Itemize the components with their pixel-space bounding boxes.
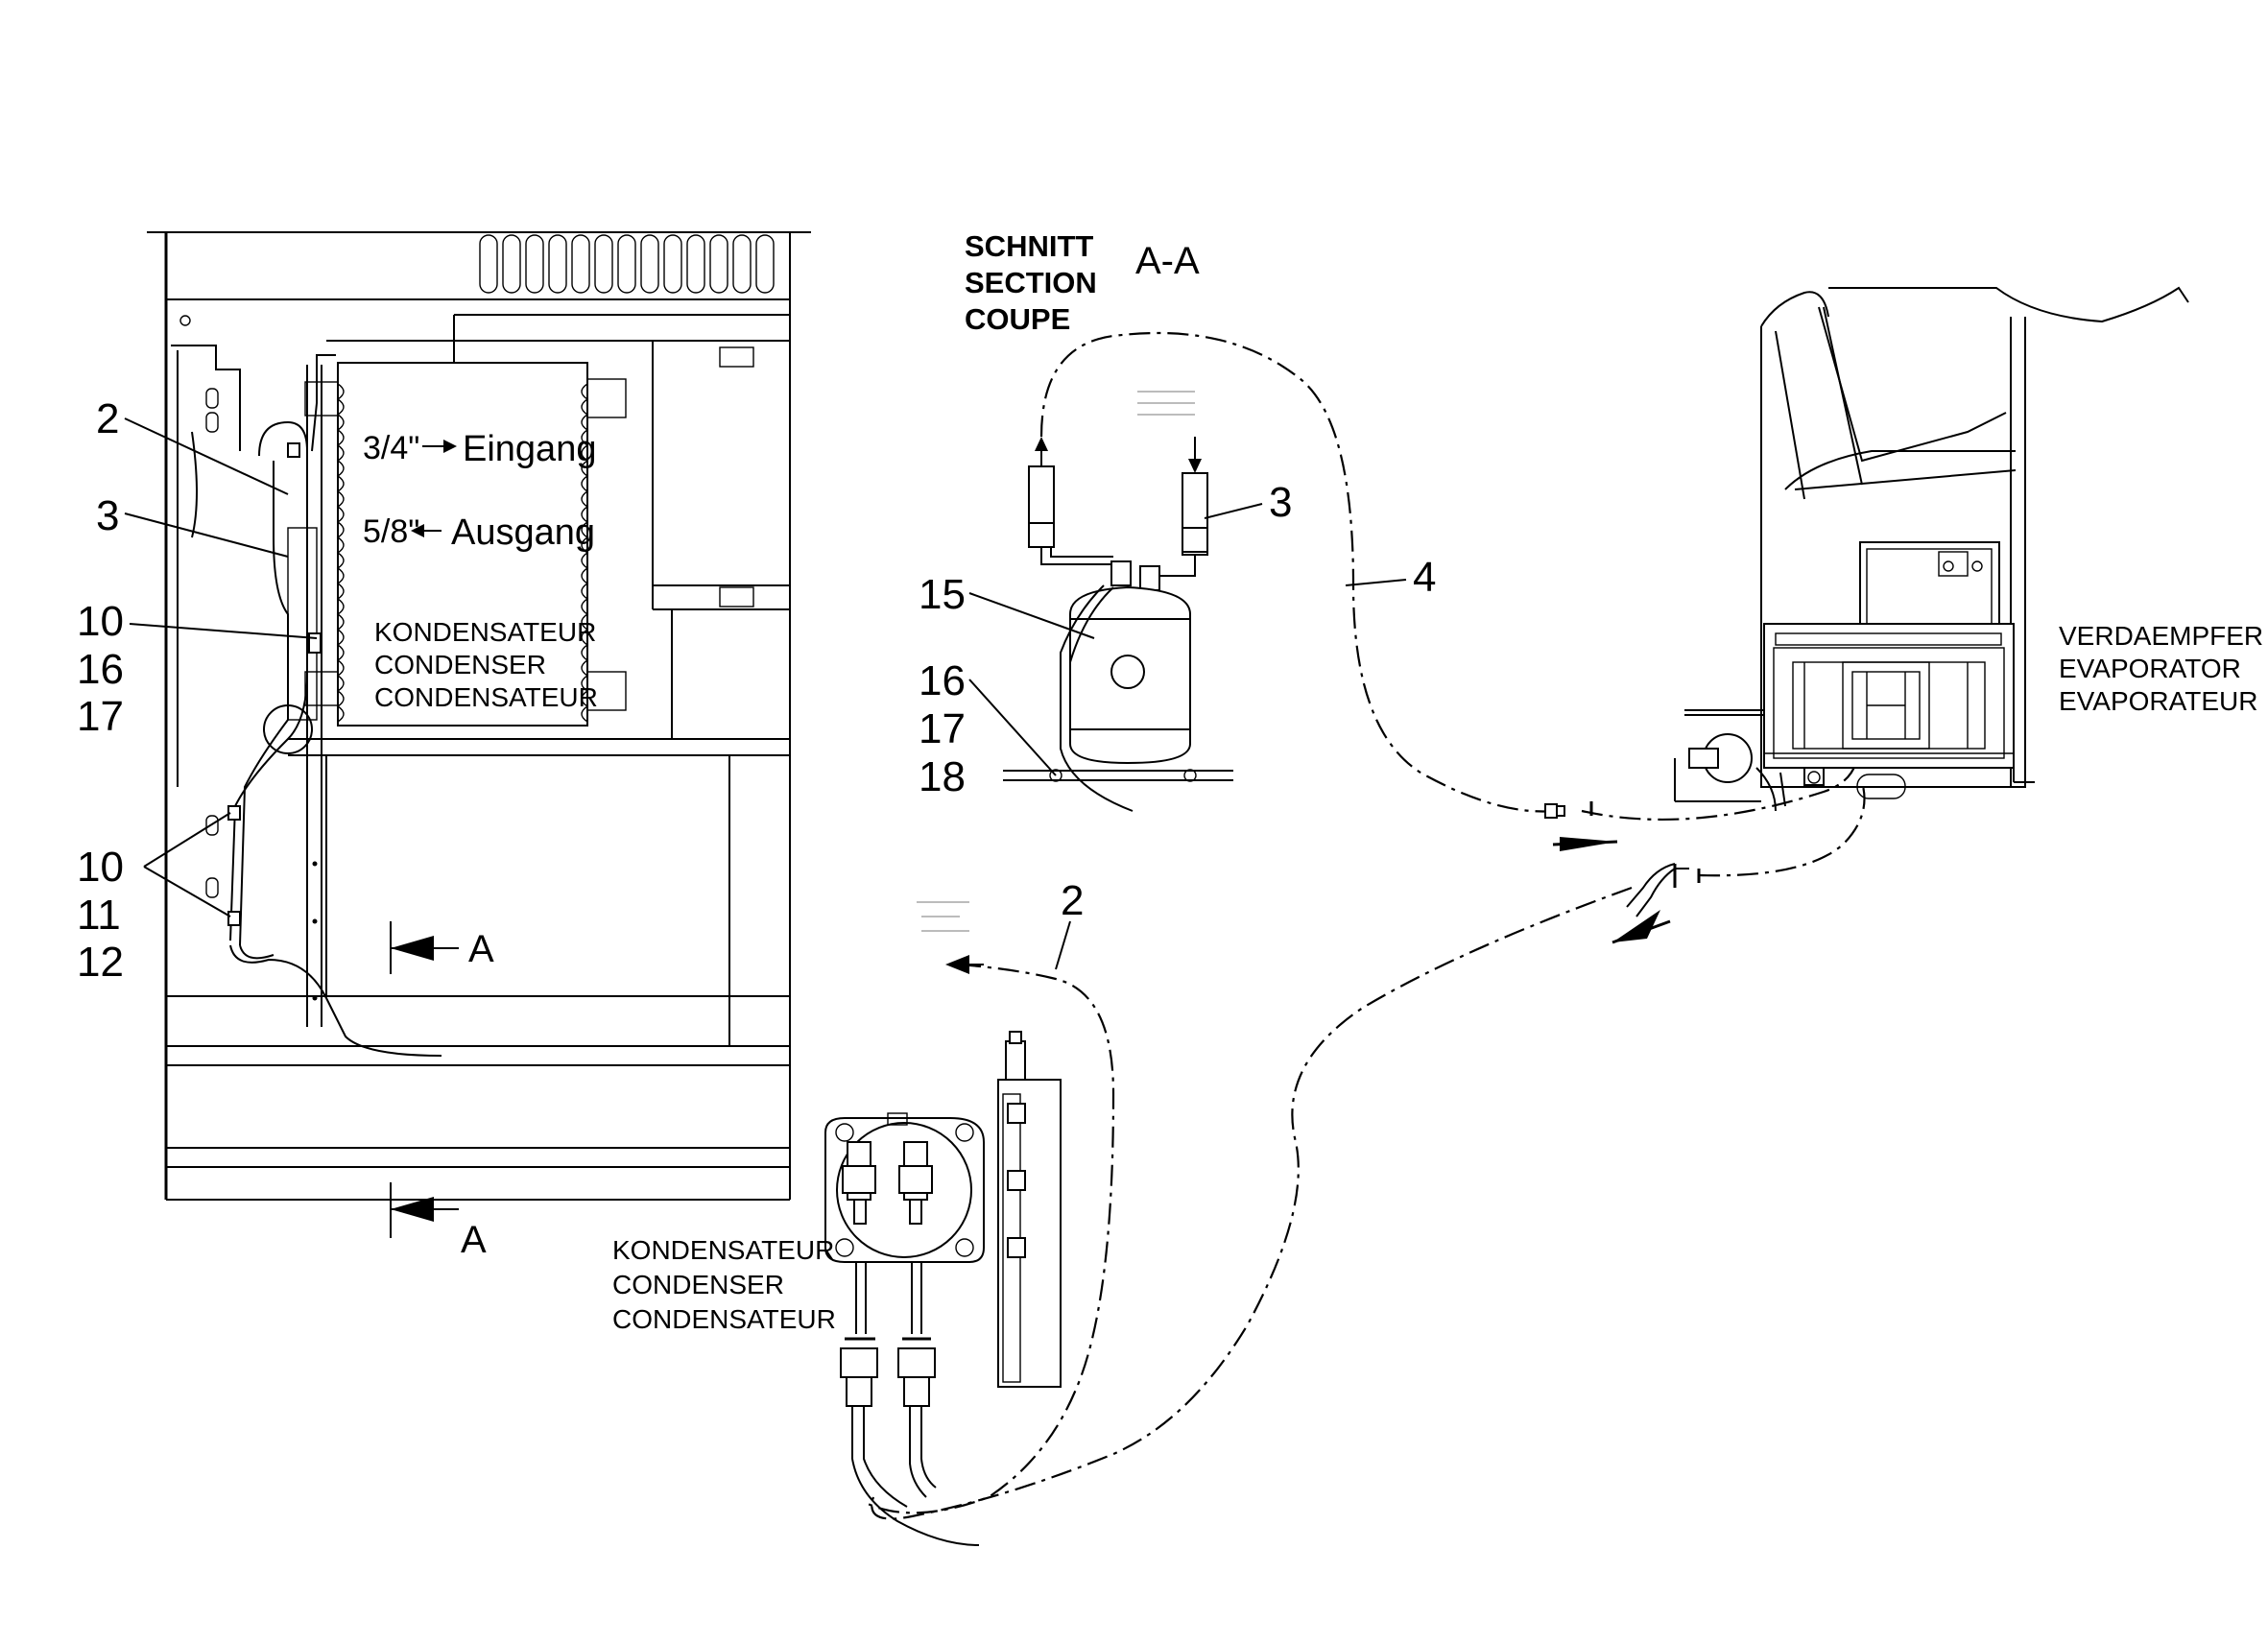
callout-left-10b: 10 bbox=[77, 844, 124, 891]
inlet-label: Eingang bbox=[463, 429, 596, 469]
line-couplings bbox=[1544, 801, 1701, 944]
evaporator-label-en: EVAPORATOR bbox=[2059, 654, 2241, 683]
receiver-section-view bbox=[1003, 437, 1233, 812]
condenser-panel-label-de: KONDENSATEUR bbox=[374, 617, 596, 647]
callout-center-18: 18 bbox=[919, 753, 966, 800]
vent-louvres bbox=[479, 234, 775, 294]
center-callouts: 3 15 16 17 18 4 2 bbox=[919, 479, 1436, 970]
faded-marks bbox=[917, 391, 1195, 932]
callout-left-2: 2 bbox=[96, 395, 119, 442]
callout-left-3: 3 bbox=[96, 492, 119, 539]
condenser-lower-label-en: CONDENSER bbox=[612, 1270, 784, 1299]
section-mark-upper: A bbox=[468, 928, 494, 970]
section-header: SCHNITT SECTION COUPE A-A bbox=[965, 229, 1200, 336]
callout-center-2: 2 bbox=[1061, 877, 1084, 924]
callout-left-11: 11 bbox=[77, 892, 121, 939]
inlet-size: 3/4" bbox=[363, 430, 419, 466]
cabin-evaporator-view bbox=[1674, 286, 2189, 812]
condenser-coil bbox=[304, 362, 627, 727]
condenser-unit-view bbox=[824, 1031, 1062, 1546]
callout-center-3: 3 bbox=[1269, 479, 1292, 526]
condenser-lower-label-fr: CONDENSATEUR bbox=[612, 1304, 836, 1334]
evaporator-label: VERDAEMPFER EVAPORATOR EVAPORATEUR bbox=[2059, 621, 2263, 716]
section-header-fr: COUPE bbox=[965, 302, 1070, 336]
condenser-lower-label-de: KONDENSATEUR bbox=[612, 1235, 834, 1265]
callout-left-10a: 10 bbox=[77, 598, 124, 645]
section-mark-lower: A bbox=[461, 1219, 487, 1261]
callout-left-12: 12 bbox=[77, 939, 124, 986]
outlet-size: 5/8" bbox=[363, 513, 419, 550]
connection-annotations: 3/4" Eingang 5/8" Ausgang KONDENSATEUR C… bbox=[363, 429, 598, 712]
callout-left-16: 16 bbox=[77, 646, 124, 693]
left-callouts: 2 3 10 16 17 10 11 12 bbox=[77, 395, 318, 986]
section-markers: A A bbox=[390, 921, 494, 1261]
unit-side-view bbox=[147, 231, 811, 1201]
outlet-label: Ausgang bbox=[451, 512, 595, 553]
evaporator-label-fr: EVAPORATEUR bbox=[2059, 686, 2257, 716]
section-name: A-A bbox=[1135, 240, 1200, 282]
section-header-en: SECTION bbox=[965, 266, 1097, 299]
condenser-lower-label: KONDENSATEUR CONDENSER CONDENSATEUR bbox=[612, 1235, 836, 1334]
condenser-panel-label-en: CONDENSER bbox=[374, 650, 546, 679]
callout-center-4: 4 bbox=[1413, 554, 1436, 601]
section-header-de: SCHNITT bbox=[965, 229, 1093, 263]
evaporator-label-de: VERDAEMPFER bbox=[2059, 621, 2263, 651]
callout-center-16: 16 bbox=[919, 657, 966, 704]
condenser-panel-label-fr: CONDENSATEUR bbox=[374, 682, 598, 712]
callout-left-17: 17 bbox=[77, 693, 124, 740]
callout-center-15: 15 bbox=[919, 571, 966, 618]
refrigerant-lines bbox=[863, 331, 1866, 1520]
callout-center-17: 17 bbox=[919, 705, 966, 752]
